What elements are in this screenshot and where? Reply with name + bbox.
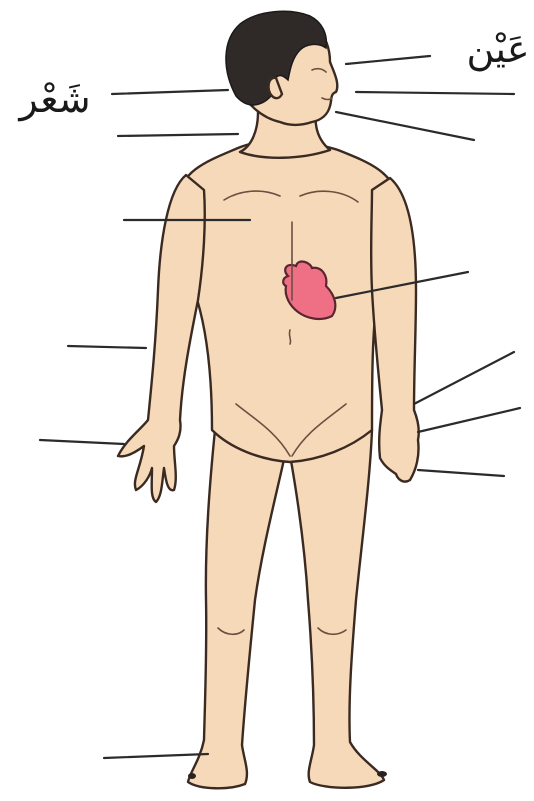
label-hair: شَعْر xyxy=(17,77,90,122)
leader-line-finger xyxy=(418,470,504,476)
leader-line-hand xyxy=(40,440,124,444)
leader-line-wrist xyxy=(418,408,520,432)
leader-line-nose xyxy=(356,92,514,94)
right-arm xyxy=(371,178,419,482)
leader-line-neck xyxy=(118,134,238,136)
leader-line-arm xyxy=(68,346,146,348)
leader-line-elbow xyxy=(414,352,514,404)
leader-line-eye xyxy=(346,56,430,64)
left-toenail xyxy=(188,773,196,779)
leader-line-mouth xyxy=(336,112,474,140)
right-toenail xyxy=(377,771,387,777)
human-figure xyxy=(118,11,419,788)
left-arm xyxy=(118,175,205,502)
right-leg xyxy=(290,430,384,788)
label-eye: عَيْن xyxy=(466,27,529,72)
leader-line-foot xyxy=(104,754,208,758)
leader-line-hair xyxy=(112,90,228,94)
left-leg xyxy=(188,430,285,788)
